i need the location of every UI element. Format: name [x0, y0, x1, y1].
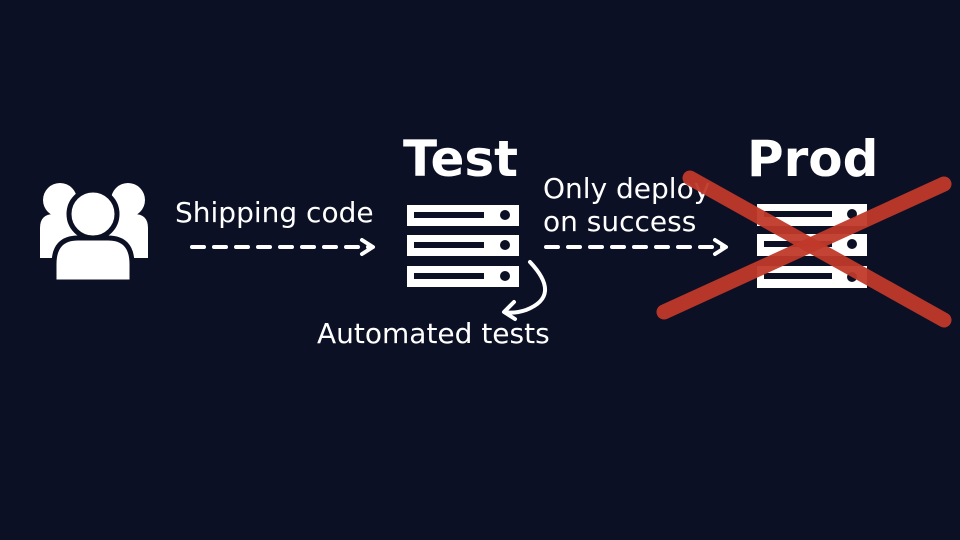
deploy-arrow [544, 238, 728, 256]
test-title: Test [403, 130, 519, 188]
automated-tests-label: Automated tests [317, 317, 550, 350]
shipping-code-label: Shipping code [175, 196, 374, 229]
prod-server-icon [757, 204, 867, 288]
deploy-label-line1: Only deploy [543, 172, 711, 205]
test-server-icon [407, 205, 519, 287]
deploy-label-line2: on success [543, 205, 697, 238]
users-group-icon [40, 183, 148, 285]
prod-title: Prod [747, 130, 879, 188]
automated-tests-arrow [502, 260, 548, 321]
shipping-arrow [190, 238, 375, 256]
